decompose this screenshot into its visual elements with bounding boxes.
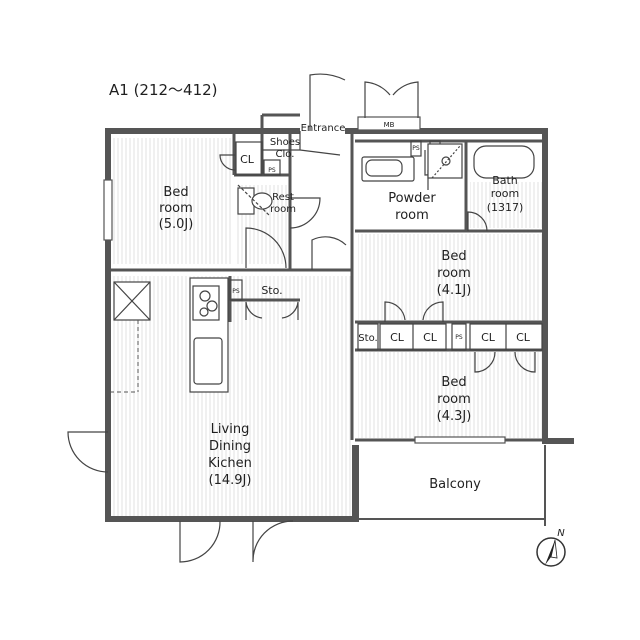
bath-room-label-2: room: [491, 187, 519, 200]
floor-hatching: [111, 138, 542, 516]
compass-rose: [536, 537, 566, 567]
closet-label-low-right: CL: [516, 331, 531, 344]
bedroom-mid-label-1: Bed: [441, 249, 466, 264]
ldk-size: (14.9J): [209, 473, 252, 488]
shoes-closet-label-1: Shoes: [270, 137, 300, 148]
ldk-label-2: Dining: [209, 439, 251, 454]
compass-north-label: N: [557, 528, 565, 539]
kitchen-dashed: [110, 320, 139, 393]
bath-room-size: (1317): [487, 201, 524, 214]
storage-label-kitchen: Sto.: [261, 284, 282, 297]
closet-label-mid-right: CL: [423, 331, 438, 344]
bedroom-low-size: (4.3J): [437, 409, 472, 424]
bedroom-mid-size: (4.1J): [437, 283, 472, 298]
bedroom-main-label-2: room: [159, 201, 193, 216]
mb-label: MB: [384, 121, 395, 129]
windows: [103, 116, 506, 444]
powder-room-label-1: Powder: [388, 191, 436, 206]
bedroom-low-label-2: room: [437, 392, 471, 407]
bath-fixtures: [361, 143, 535, 182]
kitchen-fixtures: [113, 277, 229, 393]
closet-label-low-left: CL: [481, 331, 496, 344]
plan-title: A1 (212〜412): [109, 81, 218, 99]
rest-room-label-2: room: [270, 204, 296, 215]
toilet-fixture: [237, 184, 273, 217]
ps-label-kitchen: PS: [232, 288, 240, 295]
shoes-closet-label-2: Clo.: [276, 149, 295, 160]
rest-room-label-1: Rest: [272, 192, 294, 203]
ps-label-bedroom: PS: [455, 334, 463, 341]
bedroom-mid-label-2: room: [437, 266, 471, 281]
closet-label-bedroom-main: CL: [240, 153, 255, 166]
storage-label-bedroom: Sto.: [358, 333, 377, 344]
ldk-label-1: Living: [211, 422, 250, 437]
balcony-label: Balcony: [429, 477, 481, 492]
bedroom-low-label-1: Bed: [441, 375, 466, 390]
powder-room-label-2: room: [395, 208, 429, 223]
closet-partitions: [229, 140, 543, 351]
closet-label-mid-left: CL: [390, 331, 405, 344]
bedroom-main-label-1: Bed: [163, 185, 188, 200]
balcony-outline: [357, 445, 546, 526]
ldk-label-3: Kichen: [208, 456, 252, 471]
entrance-label: Entrance: [301, 123, 346, 134]
bath-room-label-1: Bath: [492, 174, 518, 187]
ps-label-powder: PS: [412, 145, 420, 152]
door-swings: [67, 73, 536, 563]
ps-label-rest: PS: [268, 167, 276, 174]
exterior-walls: [105, 128, 574, 522]
bedroom-main-size: (5.0J): [159, 217, 194, 232]
